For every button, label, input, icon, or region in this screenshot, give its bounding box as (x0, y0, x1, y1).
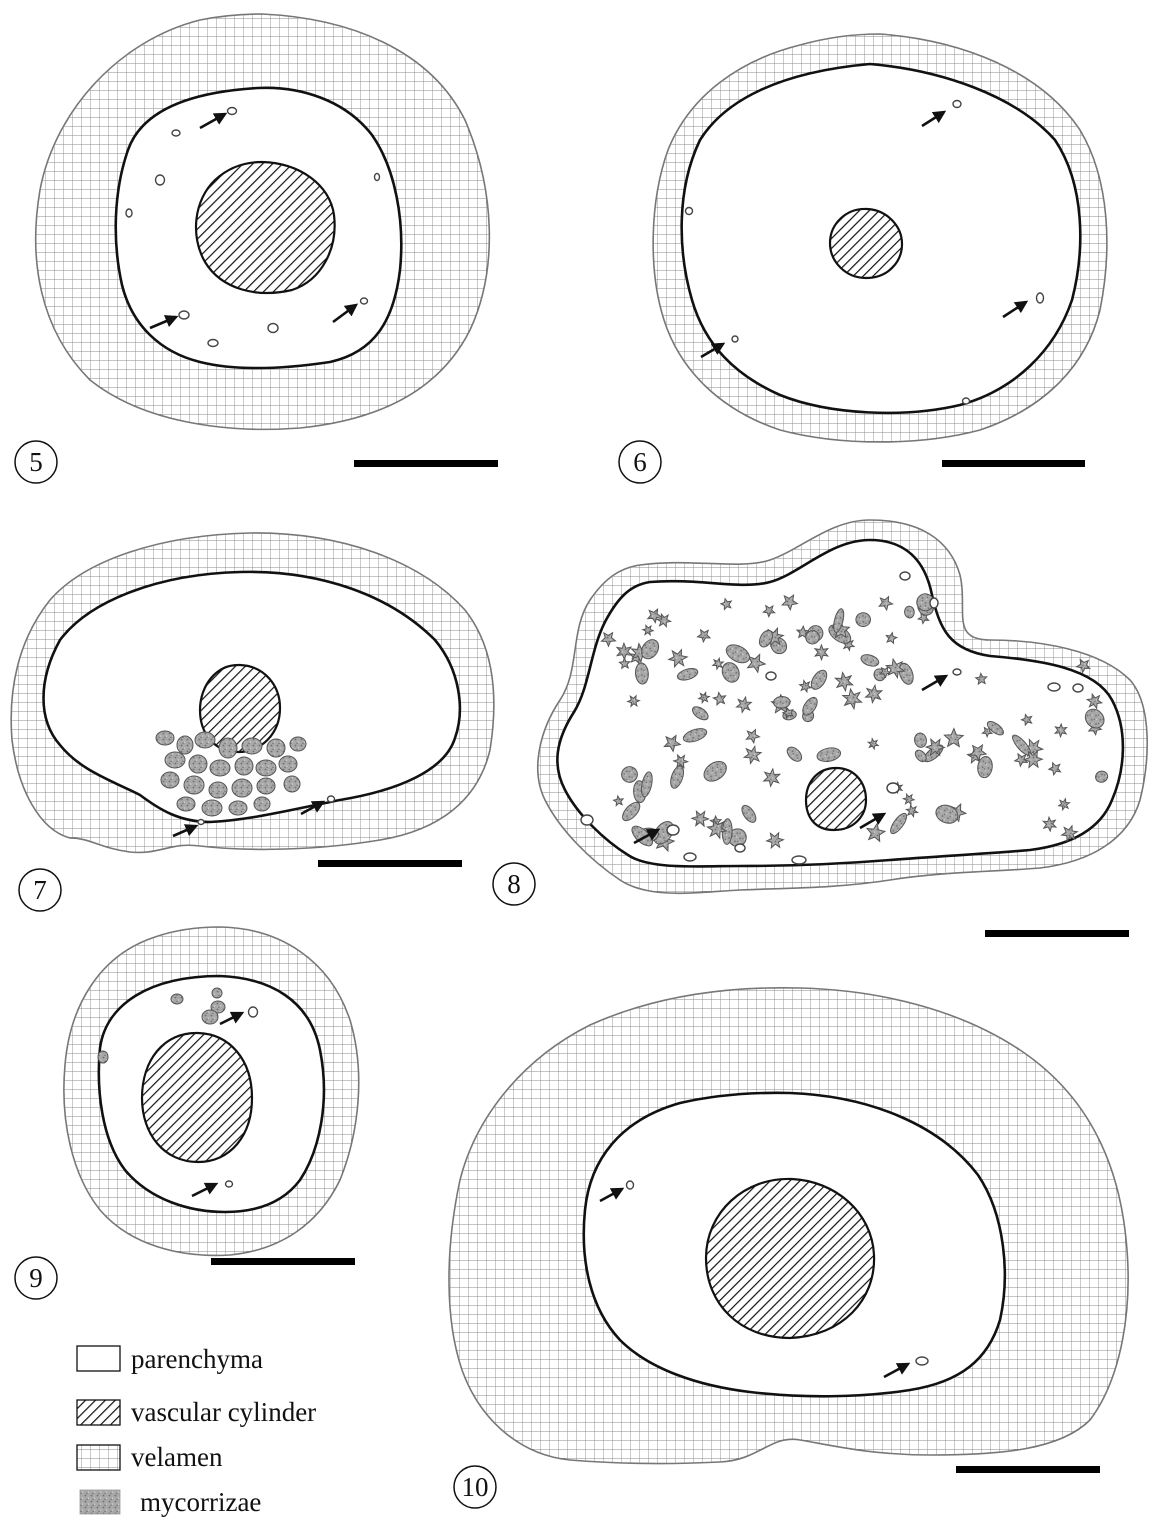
scale-bar (211, 1258, 355, 1265)
legend-label: parenchyma (131, 1344, 263, 1374)
legend-label: velamen (131, 1442, 223, 1472)
panel-5: 5 (15, 14, 498, 483)
vascular-cylinder (806, 768, 866, 830)
legend: parenchyma vascular cylinder velamen myc… (77, 1344, 316, 1517)
panel-number-label: 8 (507, 869, 521, 899)
vascular-cylinder (196, 162, 335, 293)
vascular-cylinder (706, 1179, 874, 1338)
legend-item-parenchyma: parenchyma (77, 1344, 263, 1374)
legend-item-mycorrhizae: mycorrizae (80, 1487, 261, 1517)
scale-bar (942, 460, 1085, 467)
panel-7: 7 (11, 533, 494, 911)
scale-bar (354, 460, 498, 467)
legend-swatch-hatch (77, 1400, 120, 1425)
panel-number-label: 7 (33, 875, 47, 905)
scale-bar (985, 930, 1129, 937)
panel-number-label: 6 (633, 447, 647, 477)
legend-swatch-plain (77, 1346, 120, 1371)
mycorrhiza-blob (856, 612, 871, 627)
panel-8: 8 (493, 520, 1147, 937)
legend-label: mycorrizae (140, 1487, 261, 1517)
scale-bar (318, 860, 462, 867)
panel-number-label: 5 (29, 447, 43, 477)
legend-item-velamen: velamen (77, 1442, 223, 1472)
panel-number-label: 9 (29, 1263, 43, 1293)
legend-swatch-grid (77, 1445, 120, 1470)
legend-swatch-stipple (80, 1490, 120, 1514)
vascular-cylinder (142, 1033, 252, 1162)
scale-bar (956, 1466, 1100, 1473)
panel-6: 6 (619, 34, 1107, 483)
legend-item-vascular-cylinder: vascular cylinder (77, 1397, 316, 1427)
mycorrhiza-blob (904, 606, 915, 619)
panel-number-label: 10 (462, 1472, 489, 1502)
vascular-cylinder (830, 209, 902, 278)
legend-label: vascular cylinder (131, 1397, 316, 1427)
panel-10: 10 (449, 988, 1128, 1508)
panel-9: 9 (15, 927, 359, 1299)
